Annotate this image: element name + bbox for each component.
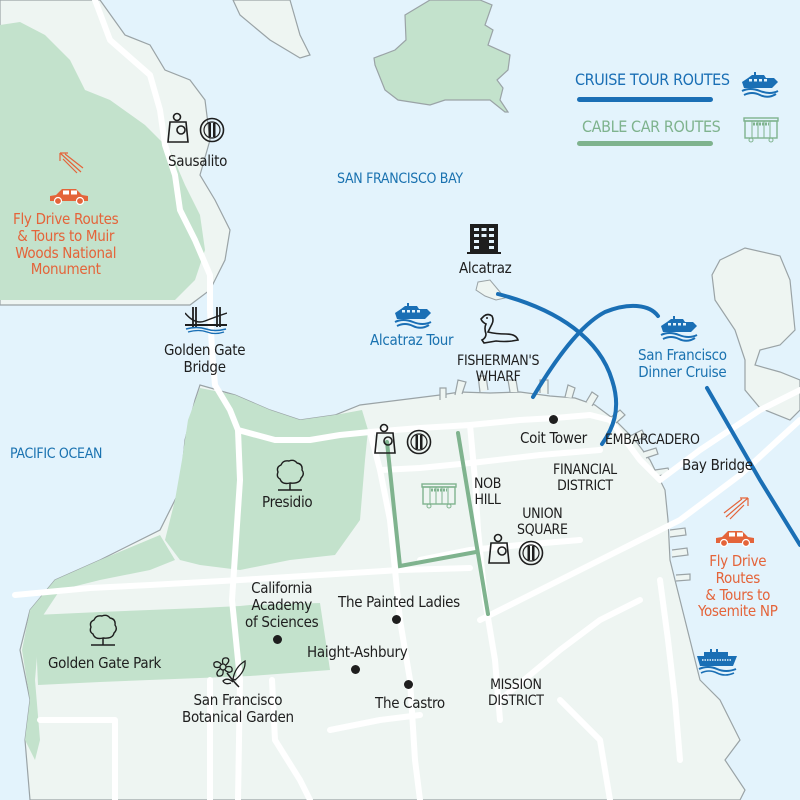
- tree-icon: [274, 459, 306, 497]
- castro-marker: [404, 680, 413, 689]
- car-icon: [714, 529, 756, 551]
- label-botanical-garden: San Francisco Botanical Garden: [182, 691, 294, 726]
- restaurant-icon: [518, 540, 544, 570]
- shopping-bag-icon: [373, 423, 399, 461]
- label-pacific-ocean: PACIFIC OCEAN: [10, 446, 103, 462]
- park-tree-icon: [87, 614, 119, 652]
- label-california-academy: California Academy of Sciences: [245, 579, 319, 631]
- label-painted-ladies: The Painted Ladies: [338, 593, 460, 611]
- car-icon: [48, 187, 90, 209]
- label-presidio: Presidio: [262, 493, 313, 511]
- legend-cruise-label: CRUISE TOUR ROUTES: [575, 70, 730, 89]
- label-dinner-cruise: San Francisco Dinner Cruise: [638, 346, 727, 381]
- label-yosemite-drive: Fly Drive Routes & Tours to Yosemite NP: [698, 552, 778, 621]
- label-golden-gate-park: Golden Gate Park: [48, 654, 162, 672]
- alcatraz-tour-boat-icon: [393, 301, 433, 333]
- dinner-cruise-boat-icon: [659, 314, 699, 346]
- coit-tower-marker: [549, 415, 558, 424]
- label-sausalito: Sausalito: [168, 152, 228, 170]
- restaurant-icon: [199, 117, 225, 147]
- label-mission-district: MISSION DISTRICT: [488, 677, 544, 709]
- haight-ashbury-marker: [351, 665, 360, 674]
- label-fishermans-wharf: FISHERMAN'S WHARF: [457, 353, 540, 385]
- cruise-boat-icon: [740, 70, 780, 102]
- restaurant-icon: [406, 429, 432, 459]
- label-alcatraz-tour: Alcatraz Tour: [370, 331, 454, 349]
- shopping-bag-icon: [166, 112, 192, 150]
- label-haight-ashbury: Haight-Ashbury: [307, 643, 408, 661]
- cable-car-icon: [741, 114, 781, 148]
- label-the-castro: The Castro: [375, 694, 445, 712]
- painted-ladies-marker: [392, 615, 401, 624]
- prison-building-icon: [467, 223, 501, 259]
- label-financial-district: FINANCIAL DISTRICT: [553, 462, 617, 494]
- california-academy-marker: [273, 635, 282, 644]
- label-union-square: UNION SQUARE: [517, 506, 568, 538]
- legend-cruise-line: [577, 97, 713, 102]
- label-golden-gate-bridge: Golden Gate Bridge: [164, 341, 246, 376]
- label-alcatraz: Alcatraz: [459, 259, 512, 277]
- label-nob-hill: NOB HILL: [474, 476, 502, 508]
- golden-gate-bridge-icon: [184, 305, 228, 339]
- cable-car-map-icon: [418, 480, 460, 514]
- legend-cable-car-label: CABLE CAR ROUTES: [582, 117, 721, 136]
- arrow-northwest-icon: [55, 150, 85, 180]
- label-san-francisco-bay: SAN FRANCISCO BAY: [337, 171, 463, 187]
- label-embarcadero: EMBARCADERO: [605, 432, 700, 448]
- label-muir-woods-drive: Fly Drive Routes & Tours to Muir Woods N…: [13, 210, 119, 279]
- arrow-northeast-icon: [722, 495, 752, 525]
- label-bay-bridge: Bay Bridge: [682, 456, 753, 474]
- flower-icon: [211, 655, 251, 695]
- shopping-bag-icon: [487, 533, 513, 571]
- cruise-ship-icon: [696, 647, 738, 681]
- sea-lion-icon: [478, 312, 522, 350]
- legend-cable-car-line: [577, 141, 713, 146]
- label-coit-tower: Coit Tower: [520, 429, 587, 447]
